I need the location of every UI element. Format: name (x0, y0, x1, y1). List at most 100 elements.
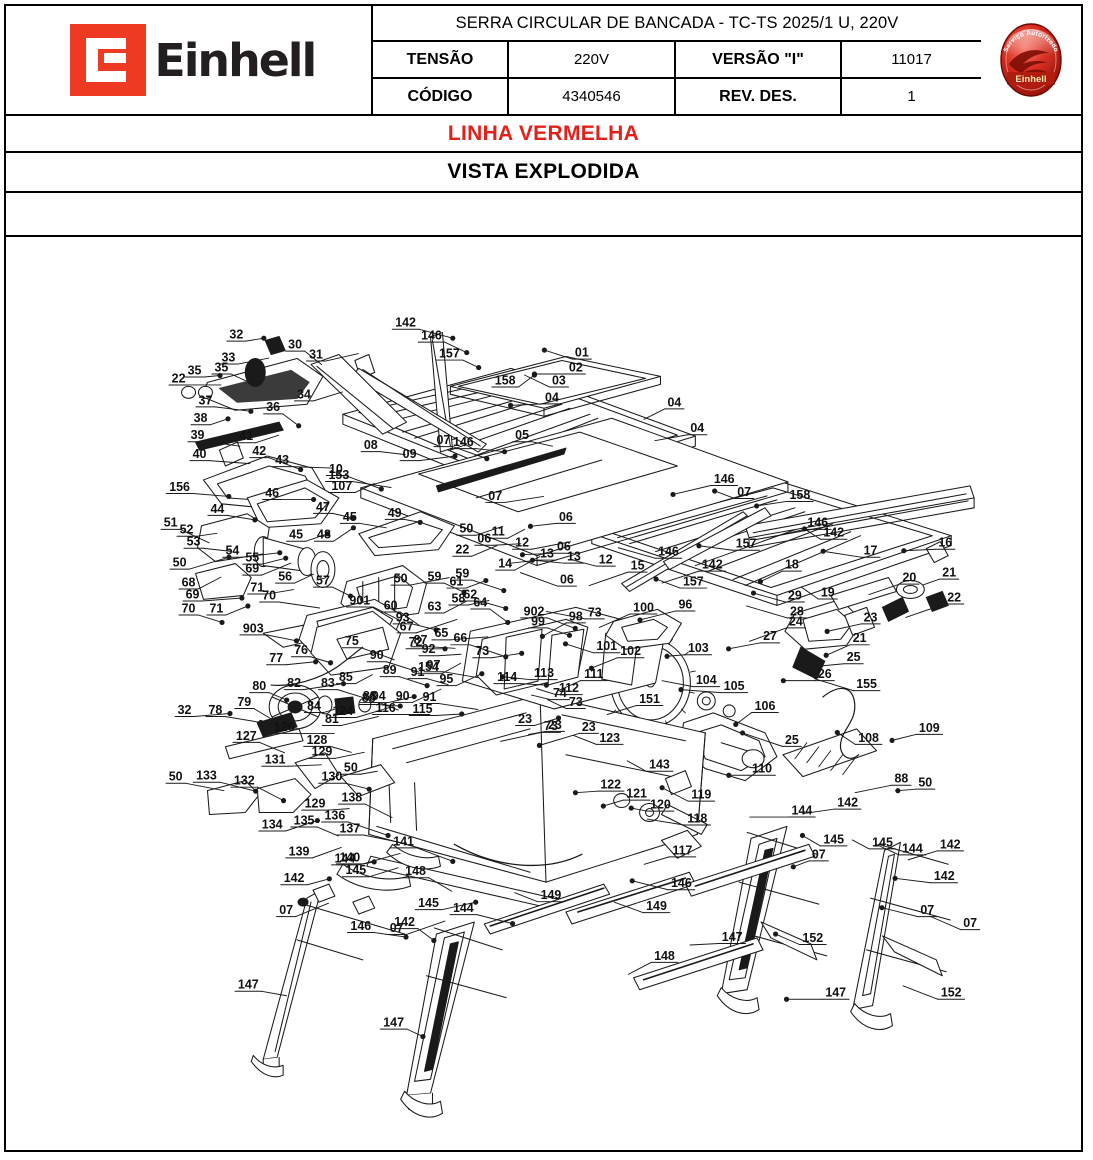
callout-leader (868, 583, 901, 596)
callout-144: 144 (791, 803, 812, 817)
callout-leader (929, 915, 962, 931)
callout-leader (813, 678, 854, 692)
callout-22: 22 (455, 543, 469, 557)
callout-117: 117 (672, 843, 692, 857)
callout-112: 112 (559, 681, 579, 695)
callout-leader (529, 522, 557, 527)
callout-leader (261, 557, 287, 565)
callout-leader (518, 374, 535, 388)
callout-113: 113 (534, 666, 554, 680)
top-small-plate (449, 355, 662, 417)
callout-29: 29 (788, 588, 802, 602)
callout-leader (534, 717, 560, 726)
callout-74: 74 (553, 686, 567, 700)
callout-141: 141 (393, 834, 414, 848)
callout-131: 131 (265, 753, 286, 767)
callout-94: 94 (372, 689, 386, 703)
callout-66: 66 (453, 631, 467, 645)
callout-leader (588, 571, 629, 587)
callout-leader (437, 653, 462, 657)
callout-146: 146 (671, 876, 692, 890)
callout-leader (344, 782, 370, 790)
callout-leader (504, 495, 545, 503)
callout-leader (237, 357, 270, 365)
callout-116: 116 (376, 701, 396, 715)
callout-leader (285, 820, 318, 832)
callout-101: 101 (596, 639, 617, 653)
callout-148: 148 (654, 949, 675, 963)
callout-leader (230, 373, 255, 385)
callout-leader (450, 636, 489, 641)
callout-32: 32 (229, 328, 243, 342)
callout-leader (826, 623, 862, 632)
callout-137: 137 (339, 821, 360, 835)
callout-19: 19 (821, 585, 835, 599)
callout-81: 81 (325, 712, 339, 726)
callout-leader (337, 689, 367, 700)
callout-leader (476, 448, 506, 453)
callout-04: 04 (545, 390, 559, 404)
callout-73: 73 (475, 644, 489, 658)
callout-leader (253, 708, 275, 721)
callout-leader (310, 656, 332, 664)
callout-leader (378, 702, 399, 711)
callout-25: 25 (847, 650, 861, 664)
callout-leader (646, 818, 685, 826)
callout-leader (825, 644, 851, 656)
callout-08: 08 (364, 438, 378, 452)
callout-73: 73 (588, 605, 602, 619)
callout-leader (546, 699, 567, 710)
callout-157: 157 (736, 537, 757, 551)
exploded-view-svg: 0102030404040506060606070707080910111212… (160, 316, 981, 1118)
rev-des-value: 1 (907, 88, 916, 105)
callout-153: 153 (329, 468, 350, 482)
callout-03: 03 (552, 373, 566, 387)
callout-leader (476, 914, 514, 925)
callout-89: 89 (383, 663, 397, 677)
callout-leader (465, 580, 487, 589)
callout-leader (294, 573, 315, 584)
callout-47: 47 (316, 500, 330, 514)
callout-leader (368, 867, 399, 878)
callout-78: 78 (209, 703, 223, 717)
callout-leader (524, 374, 550, 388)
callout-142: 142 (823, 526, 844, 540)
callout-50: 50 (173, 556, 187, 570)
bracket-100 (605, 608, 682, 650)
callout-leader (507, 528, 526, 539)
callout-leader (538, 732, 580, 746)
guide-rail-17 (744, 485, 975, 549)
callout-110: 110 (752, 762, 772, 776)
callout-leader (626, 760, 647, 772)
callout-leader (261, 562, 292, 576)
callout-leader (241, 552, 281, 558)
callout-90: 90 (370, 648, 384, 662)
callout-142: 142 (940, 837, 961, 851)
callout-leader (364, 803, 393, 819)
callout-96: 96 (678, 597, 692, 611)
callout-92: 92 (422, 642, 436, 656)
callout-118: 118 (687, 811, 707, 825)
vista-explodida-band: VISTA EXPLODIDA (6, 153, 1081, 193)
callout-leader (627, 961, 652, 975)
callout-64: 64 (473, 595, 487, 609)
callout-122: 122 (600, 778, 621, 792)
callout-138: 138 (341, 791, 362, 805)
callout-123: 123 (599, 731, 620, 745)
callout-leader (631, 880, 669, 891)
callout-86: 86 (362, 691, 376, 705)
callout-leader (759, 570, 783, 583)
callout-leader (514, 556, 541, 571)
callout-146: 146 (350, 919, 371, 933)
callout-leader (801, 835, 821, 847)
callout-leader (536, 688, 557, 696)
versao-value: 11017 (891, 51, 932, 68)
callout-leader (362, 852, 401, 865)
callout-leader (698, 545, 734, 551)
callout-35: 35 (214, 360, 228, 374)
callout-leader (347, 821, 389, 836)
callout-147: 147 (383, 1016, 404, 1030)
callout-leader (288, 764, 322, 767)
callout-leader (441, 901, 477, 911)
callout-147: 147 (238, 978, 259, 992)
